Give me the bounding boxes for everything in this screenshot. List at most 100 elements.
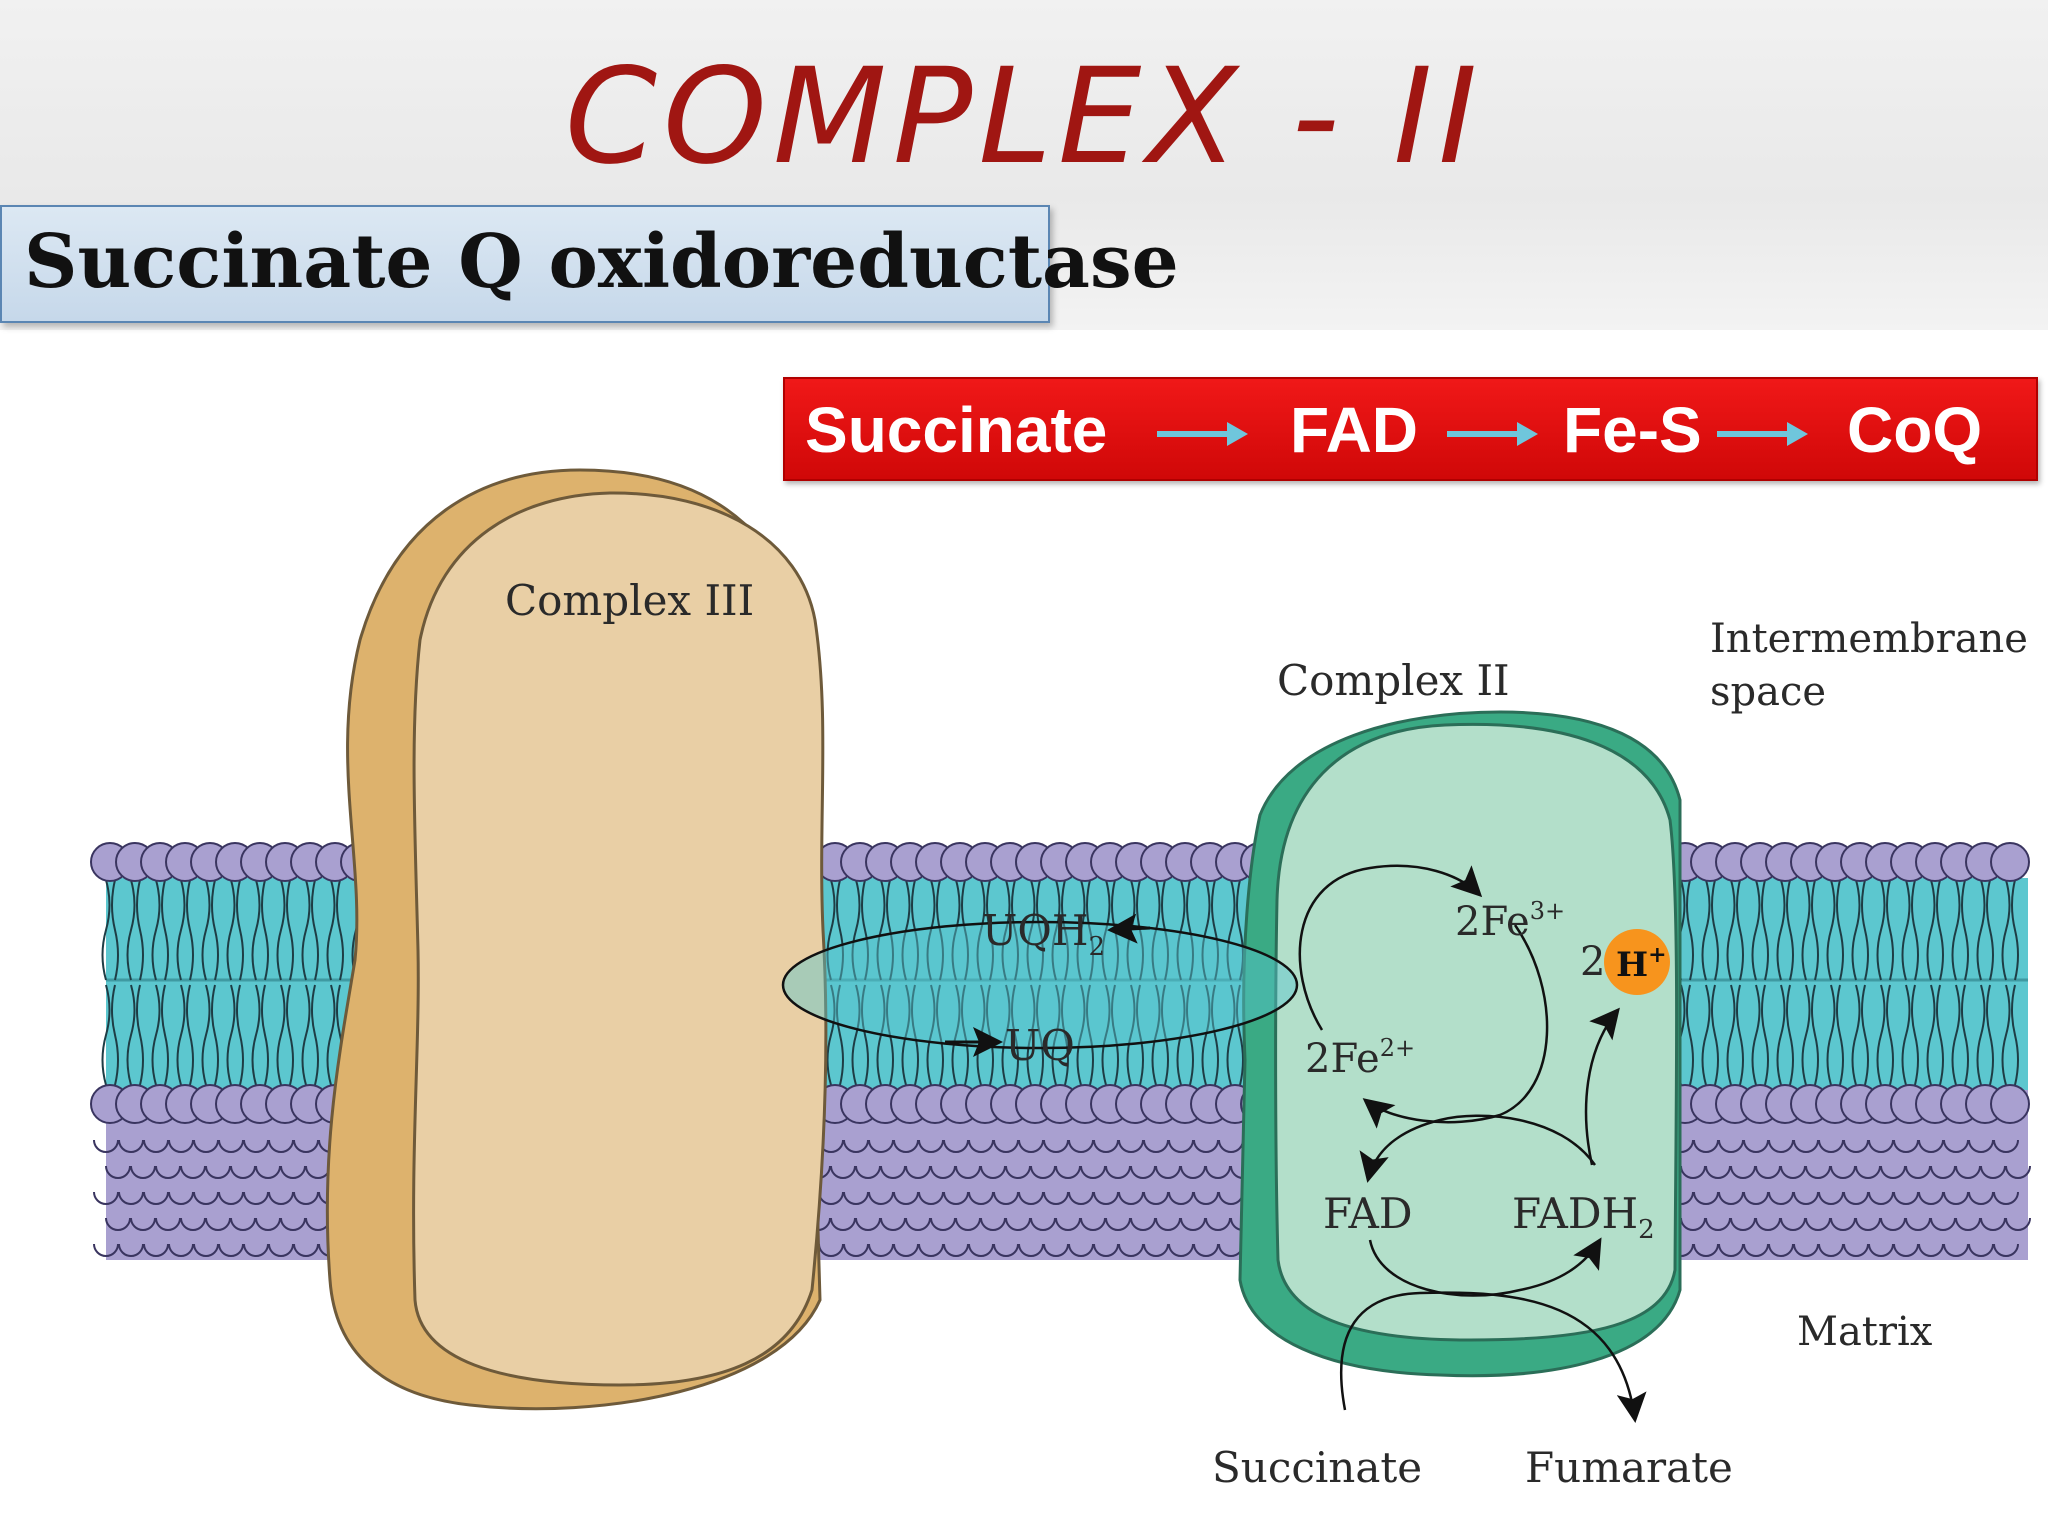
lipid-tail [201, 879, 211, 981]
lipid-tail [1026, 984, 1036, 1086]
lipid-scale [1880, 1217, 1906, 1231]
lipid-scale [843, 1139, 869, 1153]
lipid-tail [1101, 879, 1111, 981]
lipid-scale [1843, 1243, 1869, 1257]
lipid-scale [1680, 1217, 1706, 1231]
lipid-scale [1155, 1165, 1181, 1179]
lipid-tail [1026, 879, 1036, 981]
lipid-tail [1236, 984, 1244, 1086]
lipid-tail [1726, 879, 1736, 981]
lipid-tail [826, 879, 836, 981]
lipid-tail [1776, 879, 1786, 981]
lipid-tail [176, 879, 186, 981]
lipid-scale [1743, 1139, 1769, 1153]
lipid-tail [851, 984, 861, 1086]
lipid-tail [1001, 879, 1011, 981]
lipid-tail [1786, 984, 1794, 1086]
lipid-scale [1043, 1243, 1069, 1257]
lipid-tail [311, 879, 319, 981]
lipid-tail [1711, 984, 1719, 1086]
lipid-tail [251, 879, 261, 981]
lipid-scale [155, 1217, 181, 1231]
lipid-tail [1111, 984, 1119, 1086]
lipid-tail [1001, 984, 1011, 1086]
fumarate-label: Fumarate [1525, 1443, 1733, 1492]
lipid-scale [1855, 1217, 1881, 1231]
lipid-tail [1926, 984, 1936, 1086]
lipid-scale [2005, 1217, 2031, 1231]
lipid-scale [1105, 1217, 1131, 1231]
lipid-scale [1043, 1191, 1069, 1205]
lipid-tail [1236, 879, 1244, 981]
lipid-scale [843, 1191, 869, 1205]
lipid-scale [1943, 1139, 1969, 1153]
lipid-scale [243, 1139, 269, 1153]
space-label: space [1710, 669, 1826, 715]
lipid-scale [918, 1243, 944, 1257]
lipid-scale [105, 1165, 131, 1179]
lipid-scale [255, 1217, 281, 1231]
lipid-scale [230, 1165, 256, 1179]
lipid-tail [1736, 879, 1744, 981]
lipid-scale [1043, 1139, 1069, 1153]
lipid-tail [1801, 984, 1811, 1086]
lipid-scale [1030, 1165, 1056, 1179]
lipid-tail [1836, 984, 1844, 1086]
lipid-scale [143, 1191, 169, 1205]
lipid-scale [105, 1217, 131, 1231]
lipid-scale [930, 1165, 956, 1179]
lipid-scale [1943, 1243, 1969, 1257]
lipid-scale [1993, 1191, 2019, 1205]
lipid-tail [1051, 984, 1061, 1086]
lipid-tail [1826, 984, 1836, 1086]
lipid-tail [161, 984, 169, 1086]
lipid-tail [1076, 984, 1086, 1086]
lipid-tail [201, 984, 211, 1086]
lipid-tail [1186, 879, 1194, 981]
lipid-head [1990, 1084, 2030, 1124]
lipid-tail [186, 984, 194, 1086]
lipid-tail [1211, 984, 1219, 1086]
lipid-scale [1793, 1191, 1819, 1205]
lipid-scale [1780, 1165, 1806, 1179]
subtitle: Succinate Q oxidoreductase [24, 219, 1179, 305]
lipid-tail [1936, 984, 1944, 1086]
lipid-scale [118, 1139, 144, 1153]
lipid-scale [1068, 1139, 1094, 1153]
lipid-tail [1751, 984, 1761, 1086]
lipid-scale [193, 1243, 219, 1257]
lipid-scale [1930, 1217, 1956, 1231]
lipid-tail [126, 879, 136, 981]
lipid-scale [1918, 1139, 1944, 1153]
lipid-scale [1718, 1139, 1744, 1153]
lipid-scale [168, 1139, 194, 1153]
lipid-tail [836, 984, 844, 1086]
lipid-tail [986, 879, 994, 981]
lipid-scale [1068, 1191, 1094, 1205]
lipid-tail [1226, 984, 1236, 1086]
lipid-scale [1905, 1217, 1931, 1231]
lipid-tail [1951, 984, 1961, 1086]
lipid-tail [1986, 984, 1994, 1086]
lipid-scale [1843, 1139, 1869, 1153]
lipid-scale [268, 1139, 294, 1153]
lipid-tail [1086, 984, 1094, 1086]
lipid-tail [1201, 879, 1211, 981]
lipid-scale [118, 1243, 144, 1257]
lipid-scale [1855, 1165, 1881, 1179]
flow-step-coq: CoQ [1847, 394, 1983, 466]
lipid-scale [1005, 1217, 1031, 1231]
lipid-scale [1818, 1139, 1844, 1153]
lipid-scale [1918, 1191, 1944, 1205]
lipid-tail [1686, 879, 1694, 981]
fadh2-label: FADH2 [1512, 1189, 1655, 1245]
lipid-scale [1693, 1191, 1719, 1205]
lipid-scale [143, 1243, 169, 1257]
lipid-scale [1693, 1243, 1719, 1257]
fe3-label: 2Fe3+ [1455, 897, 1565, 945]
lipid-tail [261, 879, 269, 981]
lipid-scale [1193, 1191, 1219, 1205]
lipid-tail [886, 879, 894, 981]
lipid-tail [1126, 984, 1136, 1086]
lipid-scale [1993, 1139, 2019, 1153]
